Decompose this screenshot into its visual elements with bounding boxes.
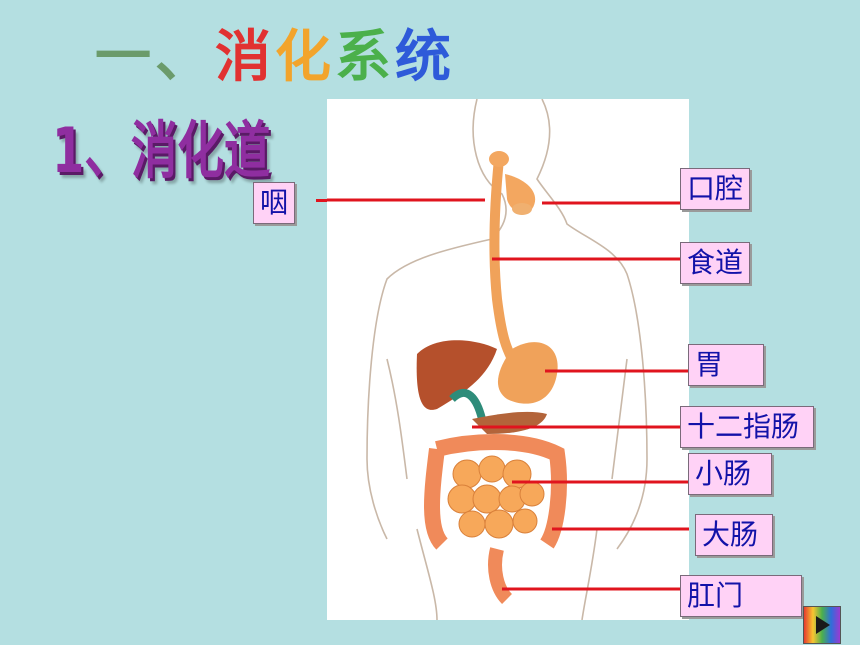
title-char-2: 化 [275,25,335,90]
label-anus: 肛门 [680,575,803,617]
label-small-intestine: 小肠 [688,453,773,495]
label-duodenum: 十二指肠 [680,406,815,448]
label-esophagus: 食道 [680,242,751,284]
next-slide-button[interactable] [803,606,841,644]
label-stomach: 胃 [688,344,765,386]
digestive-system-illustration [327,99,689,620]
body-outline-figure [327,99,689,620]
section-subtitle: 1、消化道 [52,114,271,187]
label-large-intestine: 大肠 [695,514,774,556]
label-mouth: 口腔 [680,168,751,210]
title-char-4: 统 [395,25,455,90]
title-char-3: 系 [335,25,395,90]
title-char-1: 消 [215,25,275,90]
page-title: 一、消化系统 [95,12,455,93]
label-pharynx: 咽 [253,182,296,224]
title-prefix: 一、 [95,25,215,90]
play-triangle-icon [816,616,830,634]
leader-extension-pharynx [316,199,327,202]
